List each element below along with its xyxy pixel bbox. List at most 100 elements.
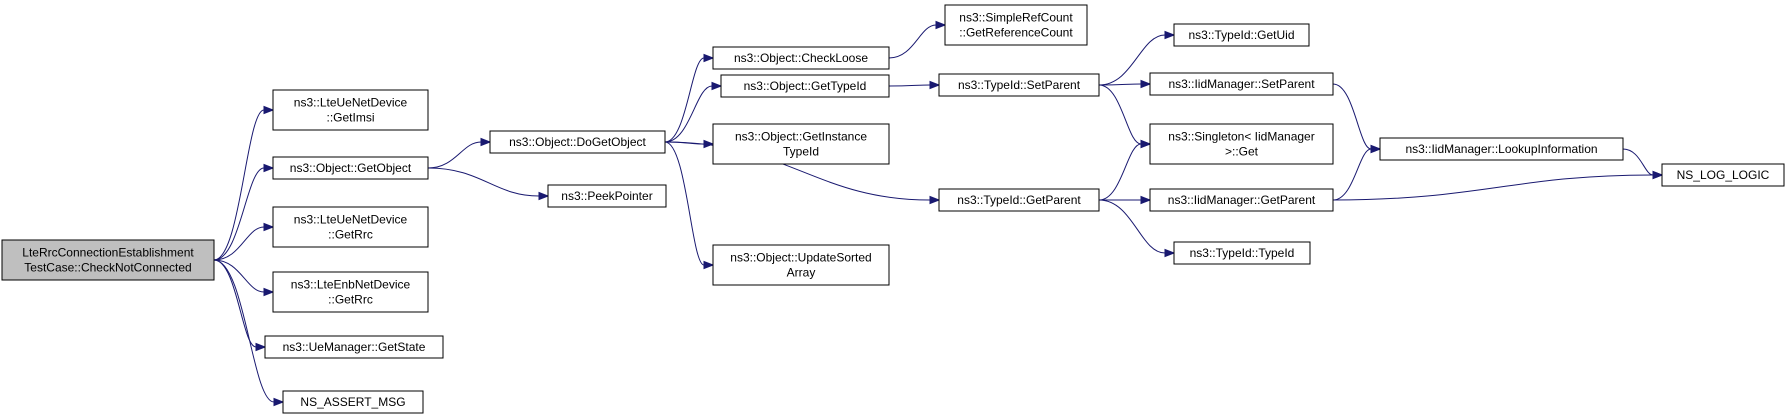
node-uegetrrc[interactable]: ns3::LteUeNetDevice::GetRrc: [272, 206, 429, 248]
node-typeidctor[interactable]: ns3::TypeId::TypeId: [1173, 241, 1311, 265]
node-box: [264, 335, 444, 359]
edge-iidsetparent-to-lookup: [1332, 83, 1382, 154]
node-iidsetparent[interactable]: ns3::IidManager::SetParent: [1149, 72, 1334, 96]
node-label: ns3::SimpleRefCount: [959, 11, 1073, 25]
arrowhead: [273, 397, 285, 407]
edge-setparent-to-iidsetparent: [1098, 79, 1152, 89]
node-box: [712, 46, 890, 70]
edge-root-to-uegetrrc: [213, 222, 275, 261]
edge-line: [1098, 84, 1142, 145]
node-box: [720, 74, 890, 98]
edge-setparent-to-singleton: [1098, 84, 1152, 149]
node-box: [1379, 137, 1624, 161]
node-label: ns3::Object::GetTypeId: [744, 79, 867, 93]
edge-line: [213, 259, 265, 293]
edge-root-to-getimsi: [213, 105, 275, 261]
node-label: ns3::Object::GetInstance: [735, 130, 867, 144]
node-box: [1, 239, 215, 281]
node-root[interactable]: LteRrcConnectionEstablishmentTestCase::C…: [1, 239, 215, 281]
edge-getobject-to-dogetobject: [427, 137, 492, 169]
node-singleton[interactable]: ns3::Singleton< IidManager>::Get: [1149, 123, 1334, 165]
edge-iidgetparent-to-lookup: [1332, 144, 1382, 201]
edge-line: [664, 141, 931, 201]
edge-line: [213, 167, 265, 261]
node-getstate[interactable]: ns3::UeManager::GetState: [264, 335, 444, 359]
node-label: NS_LOG_LOGIC: [1677, 168, 1770, 182]
arrowhead: [263, 163, 275, 173]
edge-dogetobject-to-gettypeid: [664, 81, 723, 143]
arrowhead: [711, 81, 723, 91]
node-label: ::GetRrc: [328, 293, 373, 307]
arrowhead: [1140, 139, 1152, 149]
node-enbgetrrc[interactable]: ns3::LteEnbNetDevice::GetRrc: [272, 271, 429, 313]
arrowhead: [1140, 79, 1152, 89]
node-box: [712, 244, 890, 286]
node-label: ns3::LteUeNetDevice: [294, 213, 408, 227]
node-lookup[interactable]: ns3::IidManager::LookupInformation: [1379, 137, 1624, 161]
edge-dogetobject-to-updatesorted: [664, 141, 715, 270]
node-label: ns3::TypeId::SetParent: [958, 78, 1081, 92]
edge-root-to-assert: [213, 259, 285, 407]
node-gettypeid[interactable]: ns3::Object::GetTypeId: [720, 74, 890, 98]
node-box: [938, 188, 1100, 212]
edge-line: [427, 167, 540, 197]
node-box: [712, 123, 890, 165]
edge-line: [1332, 83, 1372, 150]
edge-line: [1098, 34, 1166, 86]
edge-getparent-to-singleton: [1098, 139, 1152, 201]
edge-line: [664, 141, 705, 266]
edges: [213, 20, 1664, 407]
edge-root-to-enbgetrrc: [213, 259, 275, 297]
arrowhead: [538, 191, 550, 201]
node-box: [547, 184, 667, 208]
node-getrefcount[interactable]: ns3::SimpleRefCount::GetReferenceCount: [944, 4, 1088, 46]
node-box: [282, 390, 424, 414]
arrowhead: [263, 287, 275, 297]
edge-iidgetparent-to-nslog: [1332, 170, 1664, 201]
node-label: ns3::TypeId::GetParent: [957, 193, 1081, 207]
edge-line: [888, 24, 937, 59]
node-dogetobject[interactable]: ns3::Object::DoGetObject: [489, 130, 666, 154]
arrowhead: [1164, 248, 1176, 258]
node-label: ns3::UeManager::GetState: [283, 340, 426, 354]
node-box: [1149, 72, 1334, 96]
node-getuid[interactable]: ns3::TypeId::GetUid: [1173, 23, 1310, 47]
node-getparent[interactable]: ns3::TypeId::GetParent: [938, 188, 1100, 212]
edge-root-to-getstate: [213, 259, 267, 352]
node-label: Array: [787, 266, 816, 280]
edge-checkloose-to-getrefcount: [888, 20, 947, 59]
node-label: ns3::TypeId::GetUid: [1188, 28, 1294, 42]
node-label: ns3::IidManager::LookupInformation: [1405, 142, 1597, 156]
node-box: [272, 89, 429, 131]
node-nslog[interactable]: NS_LOG_LOGIC: [1661, 163, 1785, 187]
node-label: ns3::Object::UpdateSorted: [730, 251, 871, 265]
node-label: ns3::LteUeNetDevice: [294, 96, 408, 110]
edge-getobject-to-peekpointer: [427, 167, 550, 201]
node-peekpointer[interactable]: ns3::PeekPointer: [547, 184, 667, 208]
edge-line: [427, 141, 482, 169]
node-box: [944, 4, 1088, 46]
node-checkloose[interactable]: ns3::Object::CheckLoose: [712, 46, 890, 70]
node-label: ::GetReferenceCount: [959, 26, 1073, 40]
node-label: ns3::TypeId::TypeId: [1190, 246, 1295, 260]
nodes: LteRrcConnectionEstablishmentTestCase::C…: [1, 4, 1785, 414]
edge-dogetobject-to-checkloose: [664, 53, 715, 143]
edge-line: [1098, 143, 1142, 201]
node-label: >::Get: [1225, 145, 1259, 159]
node-getimsi[interactable]: ns3::LteUeNetDevice::GetImsi: [272, 89, 429, 131]
node-iidgetparent[interactable]: ns3::IidManager::GetParent: [1149, 188, 1334, 212]
edge-line: [1098, 83, 1142, 86]
node-setparent[interactable]: ns3::TypeId::SetParent: [938, 73, 1100, 97]
node-label: ns3::Object::CheckLoose: [734, 51, 868, 65]
node-box: [1173, 23, 1310, 47]
arrowhead: [255, 342, 267, 352]
edge-line: [1332, 174, 1654, 201]
edge-line: [213, 259, 257, 348]
edge-line: [1332, 148, 1372, 201]
node-assert[interactable]: NS_ASSERT_MSG: [282, 390, 424, 414]
edge-line: [664, 57, 705, 143]
node-getobject[interactable]: ns3::Object::GetObject: [272, 156, 429, 180]
node-label: LteRrcConnectionEstablishment: [22, 246, 194, 260]
